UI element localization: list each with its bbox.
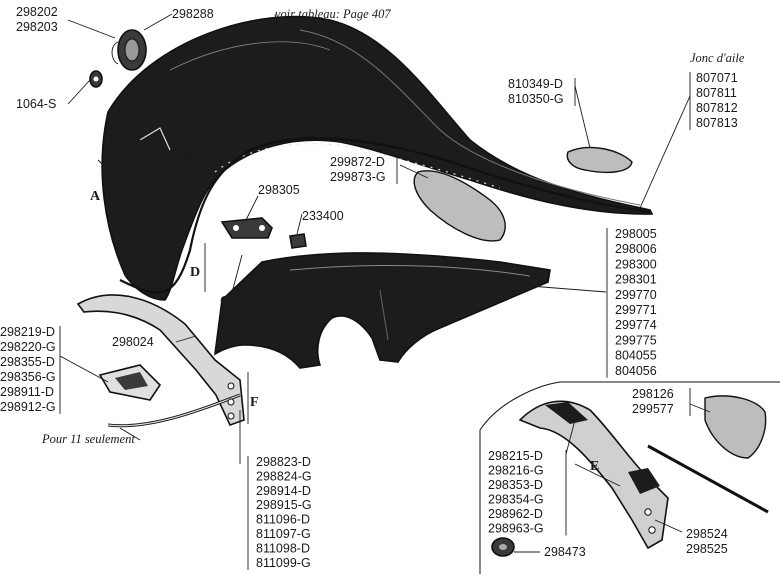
part-number-leftMid-1: 298220-G — [0, 340, 56, 354]
fender-piping — [119, 137, 651, 294]
label-brackets — [59, 72, 691, 570]
part-number-n299872-1: 299873-G — [330, 170, 386, 184]
part-number-bigRight-2: 298300 — [615, 257, 657, 271]
part-number-insetLeft-0: 298215-D — [488, 449, 543, 463]
part-number-n233400-0: 233400 — [302, 209, 344, 223]
rear-fender — [101, 15, 654, 301]
part-number-bigRight-1: 298006 — [615, 242, 657, 256]
part-number-n298024-0: 298024 — [112, 335, 154, 349]
part-number-topLeft-0: 298202 — [16, 5, 58, 19]
dimension-markers — [97, 139, 621, 487]
letter-c: C — [220, 294, 230, 309]
inset-felt-pad — [704, 395, 767, 459]
pour-note: Pour 11 seulement — [41, 432, 135, 446]
part-number-bottomCol-0: 298823-D — [256, 455, 311, 469]
part-number-jonc-0: 807071 — [696, 71, 738, 85]
part-number-bottomCol-6: 811098-D — [256, 541, 310, 555]
support-stay — [76, 294, 245, 428]
part-number-topLeft-1: 298203 — [16, 20, 58, 34]
felt-pad-299872 — [413, 170, 506, 242]
part-number-bigRight-8: 804055 — [615, 349, 657, 363]
part-number-leftMid-3: 298356-G — [0, 370, 56, 384]
part-number-leftMid-0: 298219-D — [0, 325, 55, 339]
part-number-leftMid-2: 298355-D — [0, 355, 55, 369]
part-number-insetLeft-2: 298353-D — [488, 478, 543, 492]
part-number-inset298126-0: 298126 — [632, 387, 674, 401]
letter-d: D — [190, 265, 200, 280]
inner-splash-panel — [213, 252, 551, 369]
part-number-inset298524-1: 298525 — [686, 542, 728, 556]
reference-note: voir tableau: Page 407 — [275, 7, 391, 21]
small-nut — [89, 70, 103, 88]
letter-b: B — [183, 147, 192, 162]
rubber-block — [98, 364, 162, 401]
letter-f: F — [250, 395, 259, 410]
reflector-part — [111, 29, 147, 71]
part-number-bigRight-7: 299775 — [615, 333, 657, 347]
part-number-inset298126-1: 299577 — [632, 402, 674, 416]
part-number-bottomCol-3: 298915-G — [256, 498, 312, 512]
part-number-bottomCol-1: 298824-G — [256, 469, 312, 483]
part-number-n1064-0: 1064-S — [16, 97, 56, 111]
leader-lines — [59, 13, 711, 553]
part-number-inset298473-0: 298473 — [544, 545, 586, 559]
part-number-bottomCol-5: 811097-G — [256, 527, 311, 541]
part-number-jonc-3: 807813 — [696, 116, 738, 130]
letter-i: I — [155, 149, 160, 164]
part-number-bigRight-0: 298005 — [615, 227, 657, 241]
part-number-n810-0: 810349-D — [508, 77, 563, 91]
part-number-inset298524-0: 298524 — [686, 527, 728, 541]
part-number-top288-0: 298288 — [172, 7, 214, 21]
part-number-bottomCol-7: 811099-G — [256, 556, 311, 570]
part-number-leftMid-4: 298911-D — [0, 385, 54, 399]
part-number-insetLeft-4: 298962-D — [488, 507, 543, 521]
part-number-bottomCol-2: 298914-D — [256, 484, 311, 498]
jonc-label: Jonc d'aile — [690, 51, 745, 65]
inset-border — [479, 381, 780, 574]
part-number-n299872-0: 299872-D — [330, 155, 385, 169]
felt-pad-810349 — [566, 146, 633, 174]
part-number-bigRight-9: 804056 — [615, 364, 657, 378]
part-number-bigRight-4: 299770 — [615, 288, 657, 302]
part-number-bottomCol-4: 811096-D — [256, 513, 310, 527]
part-number-insetLeft-3: 298354-G — [488, 493, 544, 507]
bracket-298305 — [220, 217, 273, 239]
part-number-bigRight-3: 298301 — [615, 273, 657, 287]
letter-e: E — [590, 459, 599, 474]
part-number-bigRight-6: 299774 — [615, 318, 657, 332]
clip-233400 — [289, 233, 307, 249]
inset-stay-bracket — [518, 400, 669, 550]
inset-rod — [647, 444, 769, 514]
part-number-jonc-1: 807811 — [696, 86, 737, 100]
inset-rubber-nut — [491, 537, 515, 557]
part-number-leftMid-5: 298912-G — [0, 400, 56, 414]
part-number-bigRight-5: 299771 — [615, 303, 657, 317]
part-number-insetLeft-1: 298216-G — [488, 464, 544, 478]
part-number-n810-1: 810350-G — [508, 92, 564, 106]
part-number-insetLeft-5: 298963-G — [488, 522, 544, 536]
letter-a: A — [90, 189, 101, 204]
part-number-n298305-0: 298305 — [258, 183, 300, 197]
part-number-jonc-2: 807812 — [696, 101, 738, 115]
